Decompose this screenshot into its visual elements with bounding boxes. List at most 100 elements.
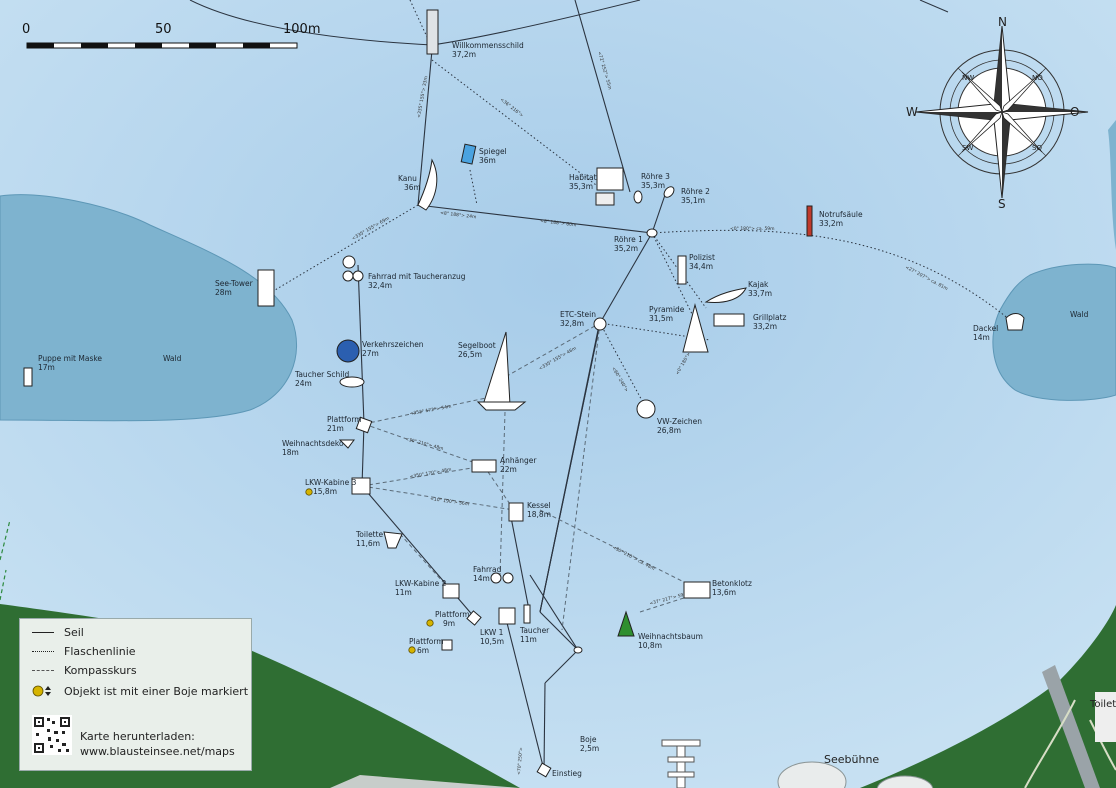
- place-depth: 17m: [38, 363, 55, 372]
- lkw3-icon: [351, 477, 371, 495]
- place-name: Fahrrad: [473, 565, 502, 574]
- place-name: Anhänger: [500, 456, 537, 465]
- place-depth: 33,2m: [819, 219, 844, 228]
- scale-label-100: 100m: [283, 22, 321, 37]
- roehre1-icon: [646, 228, 658, 238]
- puppe-icon: [23, 367, 33, 387]
- compass-n: N: [998, 15, 1007, 29]
- place-name: Plattform: [435, 610, 470, 619]
- area-seebuehne: Seebühne: [824, 753, 880, 766]
- place-name: Dackel: [973, 324, 999, 333]
- plattform21-icon: [355, 416, 373, 434]
- habitat-box-icon: [595, 192, 615, 206]
- place-depth: 24m: [295, 379, 312, 388]
- taucher-schild-icon: [339, 376, 365, 388]
- svg-text:<8° 188°> 24m: <8° 188°> 24m: [440, 210, 477, 220]
- lkw1-icon: [498, 607, 516, 625]
- spiegel-icon: [460, 143, 477, 165]
- scale-label-50: 50: [155, 22, 172, 37]
- place-name: Pyramide: [649, 305, 685, 314]
- place-name: See-Tower: [215, 279, 253, 288]
- place-depth: 2,5m: [580, 744, 600, 753]
- place-depth: 26,8m: [657, 426, 682, 435]
- vw-zeichen-icon: [636, 399, 656, 419]
- area-wald-right: Wald: [1070, 310, 1089, 319]
- segelboot-hull-icon: [476, 401, 527, 411]
- compass-sw: SW: [962, 144, 973, 152]
- place-depth: 11m: [520, 635, 537, 644]
- place-depth: 13,6m: [712, 588, 737, 597]
- place-name: Toilette: [356, 530, 384, 539]
- svg-text:<8° 188°> 60m: <8° 188°> 60m: [540, 218, 577, 228]
- area-wald-left: Wald: [163, 354, 182, 363]
- buoy-icon: [305, 488, 313, 496]
- place-depth: 35,2m: [614, 244, 639, 253]
- place-depth: 6m: [417, 646, 430, 655]
- place-name: Willkommensschild: [452, 41, 524, 50]
- place-name: LKW-Kabine 3: [305, 478, 357, 487]
- path: [1024, 699, 1076, 788]
- forest-right-area: [992, 263, 1116, 401]
- place-name: Segelboot: [458, 341, 496, 350]
- place-name: Puppe mit Maske: [38, 354, 103, 363]
- place-name: Röhre 2: [681, 187, 710, 196]
- anhaenger-icon: [471, 459, 497, 473]
- place-name: Notrufsäule: [819, 210, 863, 219]
- download-url[interactable]: www.blausteinsee.net/maps: [80, 745, 235, 758]
- place-depth: 36m: [404, 183, 421, 192]
- place-name: Betonklotz: [712, 579, 752, 588]
- place-name: Plattform: [409, 637, 444, 646]
- place-depth: 14m: [973, 333, 990, 342]
- place-depth: 11,6m: [356, 539, 381, 548]
- place-depth: 14m: [473, 574, 490, 583]
- place-einstieg[interactable]: Einstieg: [552, 769, 582, 778]
- rope-line-icon: [32, 632, 54, 633]
- roehre2-icon: [663, 186, 675, 198]
- notrufsaeule-icon: [806, 205, 813, 237]
- scale-bar: [26, 42, 298, 49]
- buoy-icon: [32, 685, 51, 697]
- fahrrad-taucheranzug-icon: [342, 255, 356, 269]
- jetty: [661, 739, 701, 788]
- plattform9-icon: [466, 610, 482, 626]
- kanu-icon: [417, 158, 438, 211]
- place-name: Fahrrad mit Taucheranzug: [368, 272, 466, 281]
- place-name: LKW 1: [480, 628, 504, 637]
